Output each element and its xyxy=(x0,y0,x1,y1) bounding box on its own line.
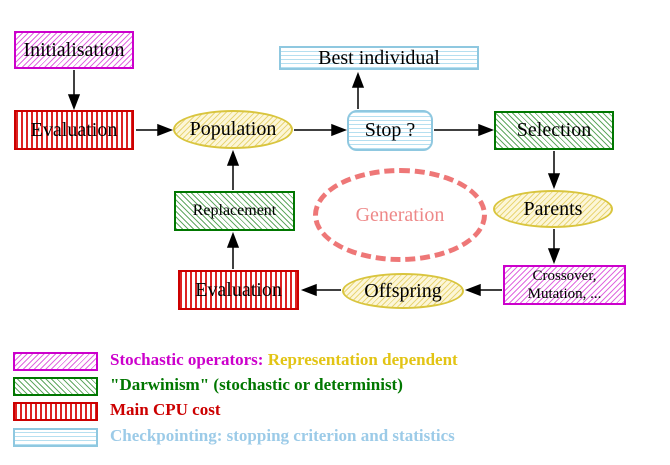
node-evaluation-top: Evaluation xyxy=(14,110,134,150)
arrow-crossover-to-offspring-head xyxy=(464,283,481,297)
node-initialisation: Initialisation xyxy=(14,31,134,69)
arrow-parents-to-crossover-head xyxy=(547,248,561,265)
node-selection: Selection xyxy=(494,111,614,150)
arrow-stop-to-selection-head xyxy=(478,123,495,137)
node-stop: Stop ? xyxy=(347,110,433,151)
node-evaluation-bottom: Evaluation xyxy=(178,270,299,310)
arrow-replacement-to-population-head xyxy=(226,149,240,166)
legend-stochastic-detail: Representation dependent xyxy=(267,350,458,369)
crossover-line1: Crossover, xyxy=(532,268,597,284)
generation-label: Generation xyxy=(355,203,445,226)
crossover-line2: Mutation, ... xyxy=(527,286,602,302)
node-parents: Parents xyxy=(493,190,613,228)
legend-swatch-checkpointing xyxy=(13,428,98,447)
arrow-stop-to-best-head xyxy=(351,71,365,88)
legend-swatch-darwinism xyxy=(13,377,98,396)
legend-text-checkpointing: Checkpointing: stopping criterion and st… xyxy=(110,426,455,445)
legend-swatch-cpu xyxy=(13,402,98,421)
arrow-population-to-stop-head xyxy=(331,123,348,137)
arrow-selection-to-parents-head xyxy=(547,173,561,190)
legend-stochastic-label: Stochastic operators: xyxy=(110,350,264,369)
node-population: Population xyxy=(173,110,293,149)
arrow-eval-to-replacement-head xyxy=(226,231,240,248)
legend-text-stochastic: Stochastic operators: Representation dep… xyxy=(110,351,458,369)
legend-text-darwinism: "Darwinism" (stochastic or determinist) xyxy=(110,375,403,394)
arrow-eval-to-population-head xyxy=(157,123,174,137)
arrow-offspring-to-eval-head xyxy=(300,283,317,297)
generation-dashed-ellipse: Generation xyxy=(313,168,487,262)
node-offspring: Offspring xyxy=(342,273,464,309)
node-crossover-mutation: Crossover, Mutation, ... xyxy=(503,265,626,305)
legend-swatch-stochastic xyxy=(13,352,98,371)
arrow-init-to-eval-head xyxy=(67,94,81,111)
legend-text-cpu: Main CPU cost xyxy=(110,400,221,419)
node-replacement: Replacement xyxy=(174,191,295,231)
node-best-individual: Best individual xyxy=(279,46,479,70)
